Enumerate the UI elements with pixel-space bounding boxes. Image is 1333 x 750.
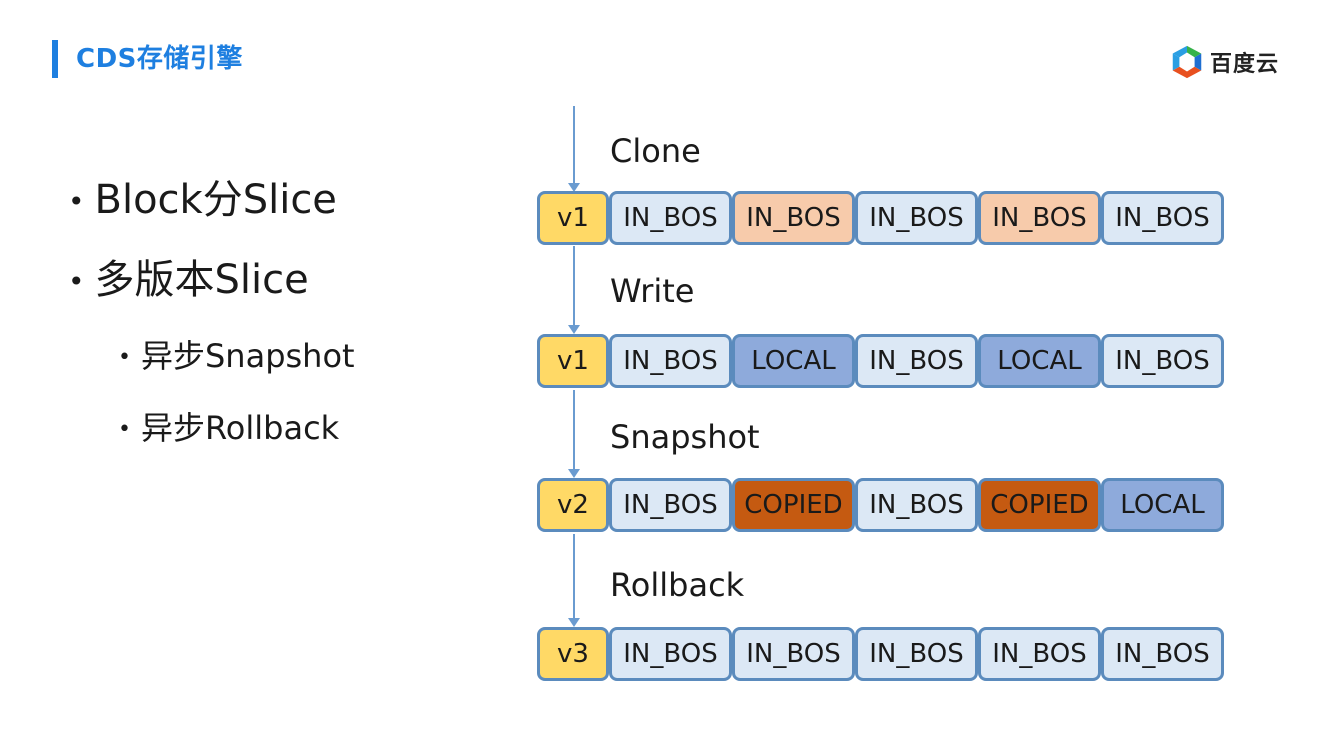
slice-cell: IN_BOS (732, 191, 855, 245)
slice-cell: IN_BOS (732, 627, 855, 681)
bullet-item: • Block分Slice (68, 172, 337, 230)
step-label-snapshot: Snapshot (610, 418, 760, 456)
slice-row-snapshot: v2 IN_BOS COPIED IN_BOS COPIED LOCAL (537, 478, 1224, 532)
slice-cell: IN_BOS (609, 627, 732, 681)
slice-cell: IN_BOS (855, 334, 978, 388)
slice-row-write: v1 IN_BOS LOCAL IN_BOS LOCAL IN_BOS (537, 334, 1224, 388)
title-accent-bar (52, 40, 58, 78)
bullet-dot-icon: • (118, 345, 131, 370)
slice-cell: IN_BOS (609, 478, 732, 532)
version-cell: v2 (537, 478, 609, 532)
slice-row-rollback: v3 IN_BOS IN_BOS IN_BOS IN_BOS IN_BOS (537, 627, 1224, 681)
arrow-down-icon (568, 618, 580, 627)
slice-cell: IN_BOS (1101, 334, 1224, 388)
bullet-text: 多版本Slice (94, 257, 309, 303)
arrow-down-icon (568, 469, 580, 478)
version-cell: v1 (537, 191, 609, 245)
bullet-item: • 多版本Slice (68, 252, 309, 310)
bullet-text: 异步Snapshot (140, 337, 355, 375)
slice-cell: LOCAL (978, 334, 1101, 388)
arrow-down-icon (568, 325, 580, 334)
logo-text: 百度云 (1210, 52, 1280, 77)
baidu-cloud-logo-icon (1172, 45, 1202, 79)
slice-row-clone: v1 IN_BOS IN_BOS IN_BOS IN_BOS IN_BOS (537, 191, 1224, 245)
slice-cell: IN_BOS (609, 334, 732, 388)
flow-connector (573, 246, 575, 326)
slice-cell: COPIED (978, 478, 1101, 532)
bullet-dot-icon: • (118, 417, 131, 442)
step-label-rollback: Rollback (610, 566, 745, 604)
slice-cell: IN_BOS (1101, 191, 1224, 245)
step-label-clone: Clone (610, 132, 701, 170)
version-cell: v3 (537, 627, 609, 681)
step-label-write: Write (610, 272, 695, 310)
slice-cell: IN_BOS (855, 627, 978, 681)
slice-cell: IN_BOS (978, 627, 1101, 681)
brand-logo: 百度云 (1168, 42, 1279, 82)
sub-bullet-item: • 异步Rollback (118, 406, 339, 452)
slice-cell: IN_BOS (978, 191, 1101, 245)
slice-cell: LOCAL (732, 334, 855, 388)
version-cell: v1 (537, 334, 609, 388)
flow-connector (573, 534, 575, 620)
slice-cell: IN_BOS (855, 478, 978, 532)
bullet-text: 异步Rollback (140, 409, 340, 447)
bullet-dot-icon: • (68, 185, 85, 218)
slice-cell: COPIED (732, 478, 855, 532)
slice-cell: LOCAL (1101, 478, 1224, 532)
bullet-dot-icon: • (68, 265, 85, 298)
flow-connector (573, 390, 575, 470)
sub-bullet-item: • 异步Snapshot (118, 334, 355, 380)
slice-cell: IN_BOS (609, 191, 732, 245)
slice-cell: IN_BOS (1101, 627, 1224, 681)
page-title: CDS存储引擎 (76, 44, 243, 74)
flow-connector (573, 106, 575, 184)
bullet-text: Block分Slice (94, 177, 337, 223)
slice-cell: IN_BOS (855, 191, 978, 245)
arrow-down-icon (568, 183, 580, 192)
